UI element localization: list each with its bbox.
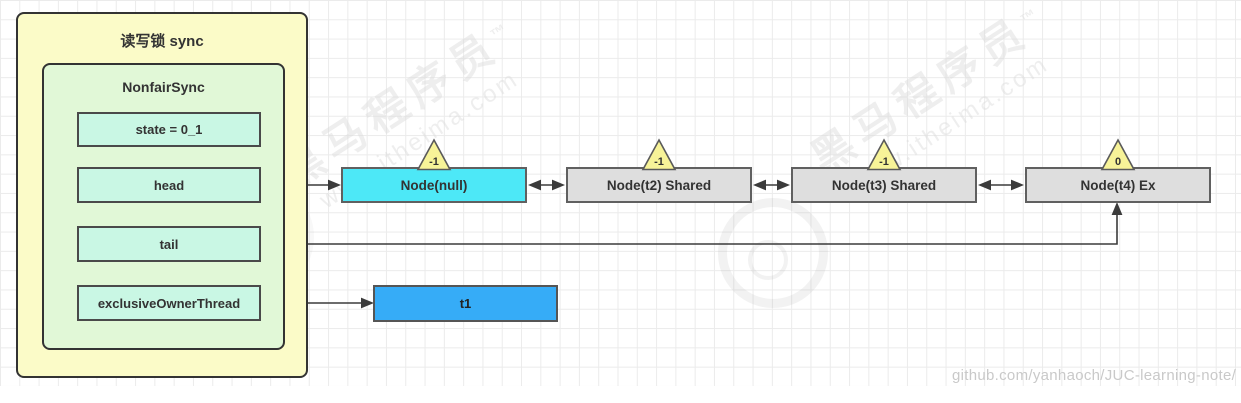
queue-node-t3: Node(t3) Shared: [791, 167, 977, 203]
field-tail: tail: [77, 226, 261, 262]
sync-title: 读写锁 sync: [120, 33, 204, 50]
wait-status-triangle: -1: [866, 138, 902, 171]
queue-node-t4: Node(t4) Ex: [1025, 167, 1211, 203]
queue-node-label: Node(t2) Shared: [606, 177, 712, 193]
owner-thread-box: t1: [373, 285, 558, 322]
field-head: head: [77, 167, 261, 203]
footer-credit: github.com/yanhaoch/JUC-learning-note/: [952, 367, 1237, 384]
queue-node-label: Node(null): [400, 177, 468, 193]
wait-status-triangle: -1: [416, 138, 452, 171]
queue-node-head: Node(null): [341, 167, 527, 203]
wait-status-value: -1: [879, 156, 889, 168]
field-exclusive-owner-thread: exclusiveOwnerThread: [77, 285, 261, 321]
nonfairsync-title: NonfairSync: [122, 79, 205, 95]
field-tail-label: tail: [159, 236, 179, 252]
bottom-margin: [0, 386, 1241, 403]
queue-node-t2: Node(t2) Shared: [566, 167, 752, 203]
queue-node-label: Node(t3) Shared: [831, 177, 937, 193]
field-state-label: state = 0_1: [135, 122, 203, 137]
wait-status-value: -1: [654, 156, 664, 168]
wait-status-value: 0: [1115, 156, 1121, 168]
field-state: state = 0_1: [77, 112, 261, 147]
owner-thread-label: t1: [459, 296, 472, 311]
wait-status-value: -1: [429, 156, 439, 168]
field-eot-label: exclusiveOwnerThread: [97, 295, 241, 311]
wait-status-triangle: -1: [641, 138, 677, 171]
wait-status-triangle: 0: [1100, 138, 1136, 171]
field-head-label: head: [153, 177, 185, 193]
queue-node-label: Node(t4) Ex: [1080, 177, 1156, 193]
